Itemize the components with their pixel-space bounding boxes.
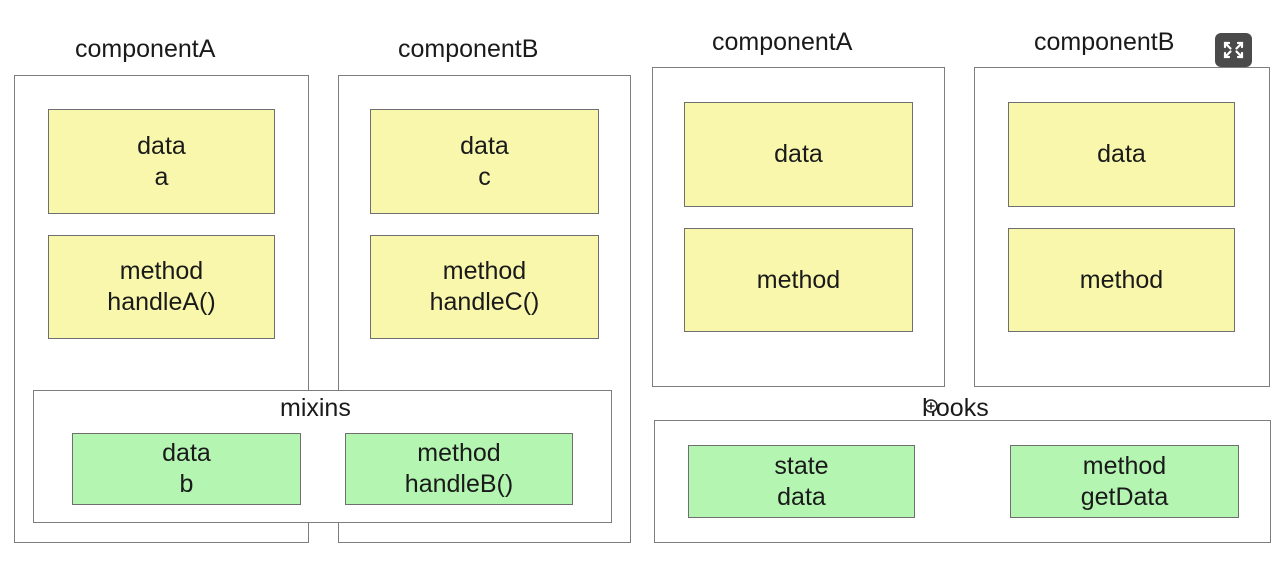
mixins-title: mixins [280, 394, 351, 422]
box-label: data [162, 439, 211, 467]
right-component-a-title: componentA [712, 28, 853, 56]
box-label: c [478, 162, 491, 191]
box-label: handleC() [429, 288, 540, 316]
box-label: method [417, 439, 501, 467]
box-label: method [442, 257, 527, 285]
box-label: a [154, 162, 169, 191]
left-component-b-title: componentB [398, 35, 539, 63]
box-label: method [756, 265, 841, 294]
box-label: data [774, 140, 823, 168]
right-component-b-method-box: method [1008, 228, 1235, 332]
hooks-method-box: method getData [1010, 445, 1239, 518]
hooks-frame [654, 420, 1271, 543]
box-label: state [774, 451, 829, 480]
left-component-a-title: componentA [75, 35, 216, 63]
hooks-state-box: state data [688, 445, 915, 518]
fullscreen-icon [1223, 41, 1244, 59]
box-label: getData [1080, 482, 1169, 511]
left-component-a-frame [14, 75, 309, 543]
box-label: method [1082, 451, 1167, 480]
fullscreen-button[interactable] [1215, 33, 1252, 67]
left-component-a-method-box: method handleA() [48, 235, 275, 339]
box-label: b [179, 470, 194, 498]
box-label: handleB() [404, 470, 514, 498]
box-label: data [1097, 140, 1146, 168]
box-label: data [777, 482, 826, 511]
right-component-a-data-box: data [684, 102, 913, 207]
left-component-b-frame [338, 75, 631, 543]
box-label: handleA() [107, 288, 216, 316]
box-label: method [1079, 265, 1164, 294]
right-component-b-data-box: data [1008, 102, 1235, 207]
left-component-a-data-box: data a [48, 109, 275, 214]
right-component-b-title: componentB [1034, 28, 1175, 56]
left-component-b-data-box: data c [370, 109, 599, 214]
mixins-method-box: method handleB() [345, 433, 573, 505]
right-component-b-frame [974, 67, 1270, 387]
right-component-a-frame [652, 67, 945, 387]
cursor-icon [924, 399, 938, 413]
box-label: method [119, 257, 204, 285]
box-label: data [460, 131, 509, 160]
right-component-a-method-box: method [684, 228, 913, 332]
mixins-data-box: data b [72, 433, 301, 505]
left-component-b-method-box: method handleC() [370, 235, 599, 339]
box-label: data [137, 131, 186, 160]
